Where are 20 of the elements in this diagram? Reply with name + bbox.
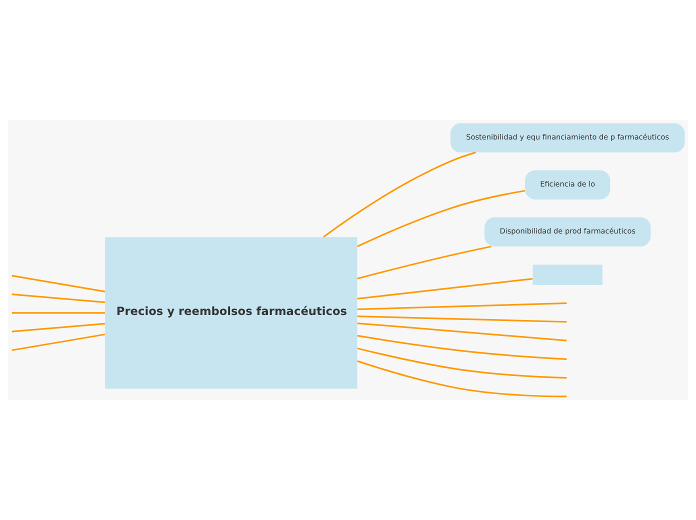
connector: [357, 348, 567, 379]
connector: [323, 152, 476, 238]
connector: [12, 312, 105, 314]
connector: [357, 278, 532, 300]
connector: [12, 294, 106, 304]
node-box: Sostenibilidad y equ financiamiento de p farmacéuticos: [450, 123, 685, 152]
connector: [357, 322, 567, 342]
connector: [357, 316, 567, 323]
node-box: Precios y reembolsos farmacéuticos: [105, 237, 358, 389]
connector: [12, 334, 106, 352]
connector: [357, 302, 567, 310]
connector: [12, 274, 106, 292]
connector: [357, 360, 567, 398]
connector: [357, 190, 526, 248]
node-box: [532, 264, 602, 285]
node-box: Eficiencia de lo: [525, 170, 610, 200]
node-box: Disponibilidad de prod farmacéuticos: [484, 217, 651, 246]
connector: [357, 334, 567, 360]
connector: [12, 322, 106, 332]
connector: [357, 246, 492, 280]
